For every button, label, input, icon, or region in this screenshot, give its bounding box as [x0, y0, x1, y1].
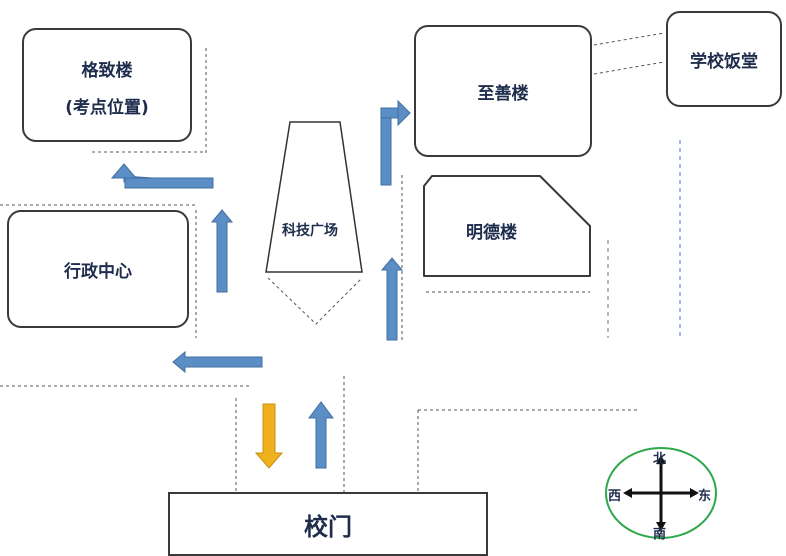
- arrow-to-zhishan-stem: [380, 107, 392, 186]
- road-lines: [0, 32, 665, 492]
- arrow-to-zhishan-bar: [380, 107, 399, 119]
- route-arrows: [110, 99, 411, 469]
- gezhi-name: 格致楼: [81, 61, 133, 81]
- plaza-label[interactable]: 科技广场: [282, 223, 338, 239]
- arrow-entry-up: [308, 401, 334, 469]
- mingde-label[interactable]: 明德楼: [466, 223, 517, 243]
- building-admin[interactable]: 行政中心: [7, 210, 189, 328]
- compass-north: 北: [653, 452, 667, 467]
- zhishan-label: 至善楼: [477, 83, 529, 104]
- admin-label: 行政中心: [64, 261, 132, 282]
- arrow-to-gezhi-head: [110, 163, 138, 179]
- arrow-to-gezhi-bar: [124, 177, 214, 189]
- compass-west: 西: [608, 489, 622, 504]
- compass-rose: [605, 447, 717, 539]
- compass-east: 东: [698, 489, 712, 504]
- arrow-to-zhishan-head: [397, 99, 411, 127]
- gate-label: 校门: [304, 512, 352, 541]
- building-gate[interactable]: 校门: [168, 492, 488, 556]
- mingde-building-shape: [423, 175, 591, 277]
- plaza-shape: [265, 121, 363, 273]
- canteen-label: 学校饭堂: [690, 51, 758, 72]
- plaza-dashed-triangle: [267, 277, 363, 325]
- building-gezhi[interactable]: 格致楼 (考点位置): [22, 28, 192, 142]
- arrow-up-right-column: [380, 257, 404, 341]
- compass-south: 南: [653, 527, 667, 542]
- blue-road-lines: [607, 140, 681, 338]
- gezhi-subtitle: (考点位置): [65, 98, 149, 118]
- arrow-entry-down: [254, 403, 284, 469]
- arrow-up-left-column: [210, 209, 234, 293]
- building-canteen[interactable]: 学校饭堂: [666, 11, 782, 107]
- building-zhishan[interactable]: 至善楼: [414, 25, 592, 157]
- arrow-left-lower: [172, 350, 263, 374]
